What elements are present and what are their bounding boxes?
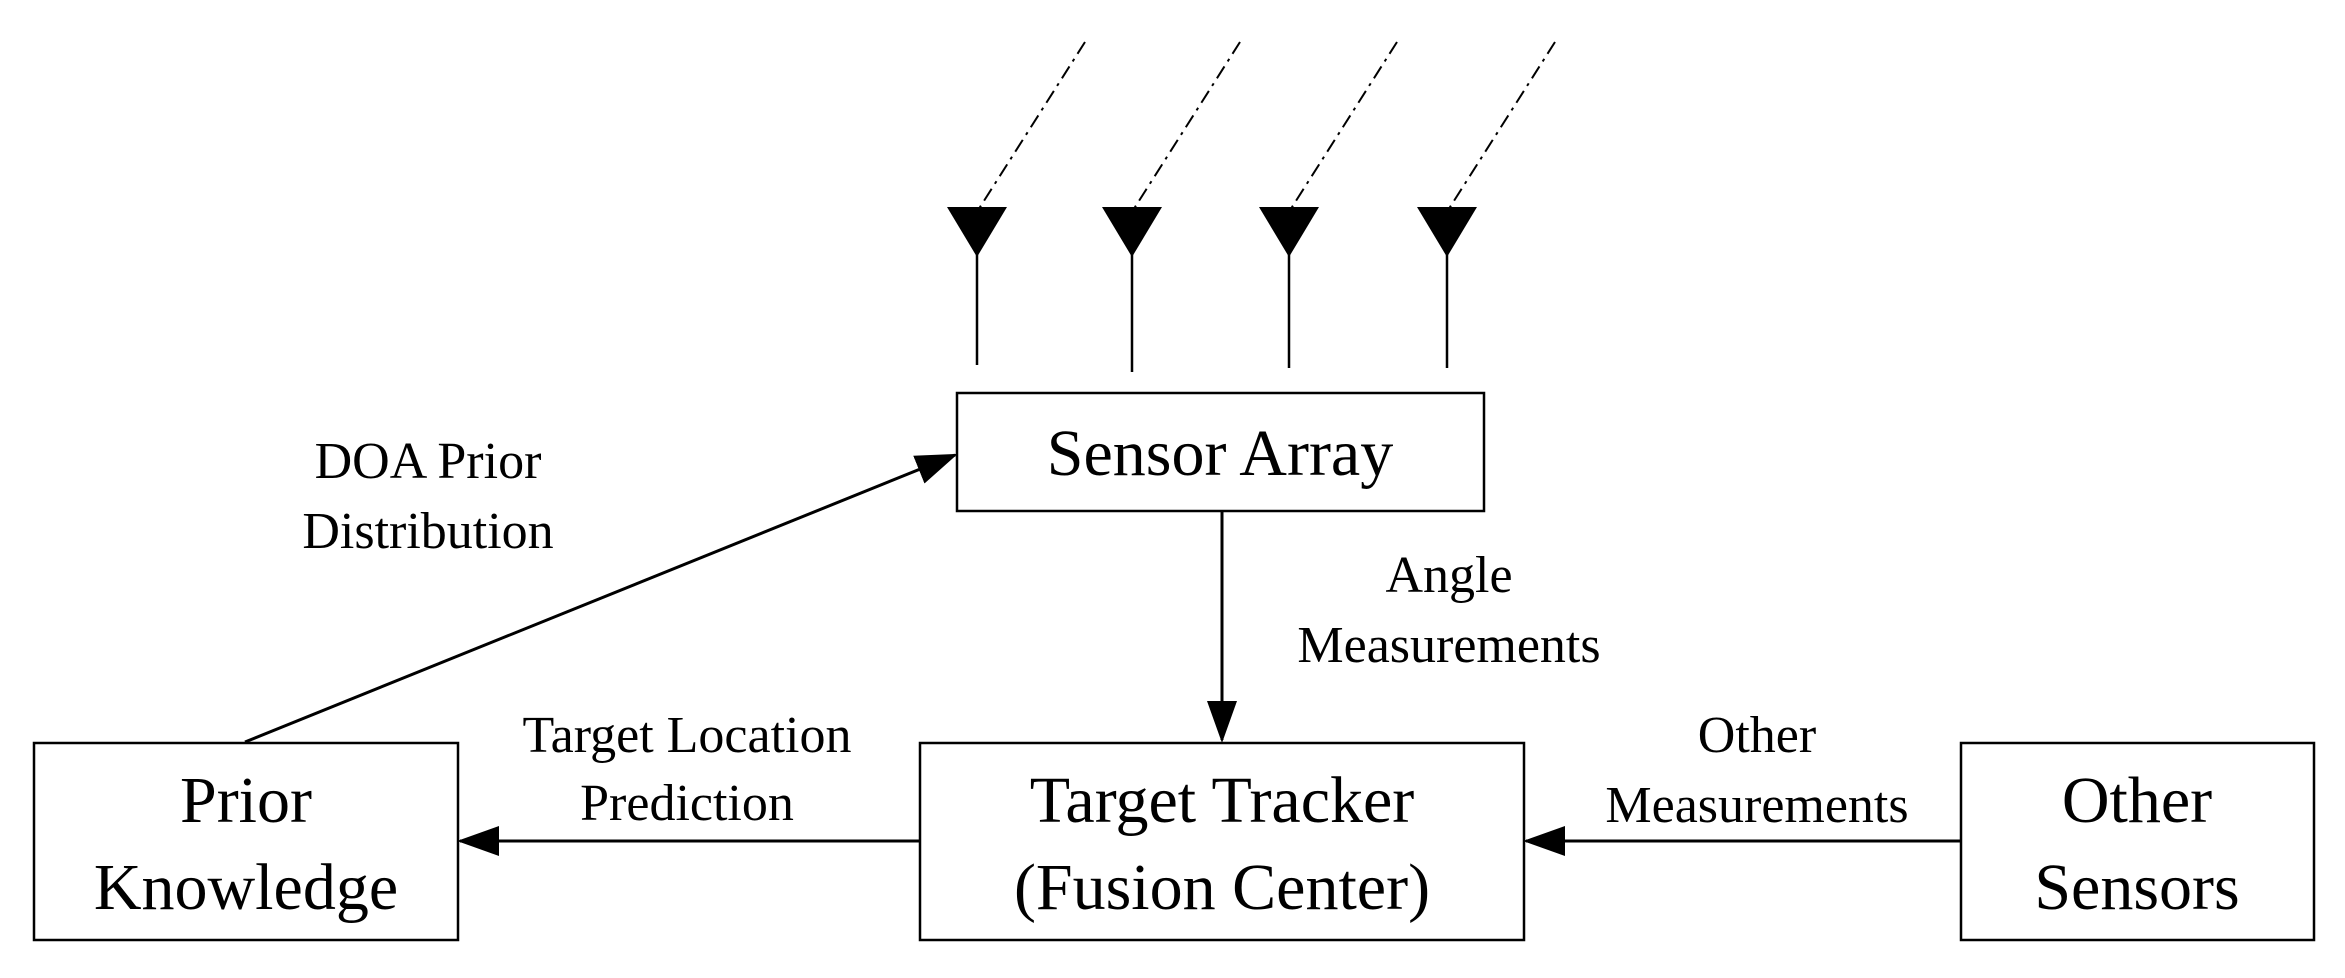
other-sensors-node: Other Sensors	[1959, 741, 2316, 942]
angle-measurements-label-line-2: Measurements	[1297, 617, 1600, 674]
sensor-array-label: Sensor Array	[1047, 417, 1393, 490]
sensor-array-box	[955, 391, 1486, 513]
target-location-prediction-label-line-1: Target Location	[523, 707, 852, 764]
prior-knowledge-label-line-1: Prior	[180, 764, 312, 837]
prior-knowledge-node: Prior Knowledge	[32, 741, 460, 942]
target-location-prediction-label: Target Location Prediction	[523, 707, 852, 832]
antenna-array	[947, 41, 1556, 372]
antenna-icon	[1417, 207, 1477, 257]
other-sensors-label-line-1: Other	[2062, 764, 2212, 837]
antenna-2	[1102, 41, 1241, 372]
prior-knowledge-label-line-2: Knowledge	[94, 851, 398, 924]
antenna-icon	[947, 207, 1007, 257]
antenna-icon	[1259, 207, 1319, 257]
doa-prior-label-line-1: DOA Prior	[315, 433, 542, 490]
sensor-array-node: Sensor Array	[955, 391, 1486, 513]
target-tracker-label-line-2: (Fusion Center)	[1014, 851, 1430, 924]
incoming-signal-ray-2	[1129, 41, 1241, 216]
incoming-signal-ray-3	[1286, 41, 1398, 216]
incoming-signal-ray-1	[974, 41, 1086, 216]
other-measurements-label-line-2: Measurements	[1605, 777, 1908, 834]
incoming-signal-ray-4	[1444, 41, 1556, 216]
doa-prior-label-line-2: Distribution	[302, 503, 553, 560]
antenna-4	[1417, 41, 1556, 368]
antenna-1	[947, 41, 1086, 365]
target-tracker-label-line-1: Target Tracker	[1030, 764, 1415, 837]
other-sensors-box	[1959, 741, 2316, 942]
angle-measurements-label: Angle Measurements	[1297, 547, 1600, 674]
angle-measurements-label-line-1: Angle	[1385, 547, 1512, 604]
antenna-icon	[1102, 207, 1162, 257]
target-location-prediction-label-line-2: Prediction	[580, 775, 794, 832]
other-sensors-label-line-2: Sensors	[2034, 851, 2239, 924]
target-tracker-node: Target Tracker (Fusion Center)	[918, 741, 1526, 942]
other-measurements-label-line-1: Other	[1698, 707, 1816, 764]
antenna-3	[1259, 41, 1398, 368]
prior-knowledge-box	[32, 741, 460, 942]
other-measurements-label: Other Measurements	[1605, 707, 1908, 834]
doa-prior-arrow	[244, 453, 958, 744]
doa-prior-label: DOA Prior Distribution	[302, 433, 553, 560]
target-tracker-box	[918, 741, 1526, 942]
